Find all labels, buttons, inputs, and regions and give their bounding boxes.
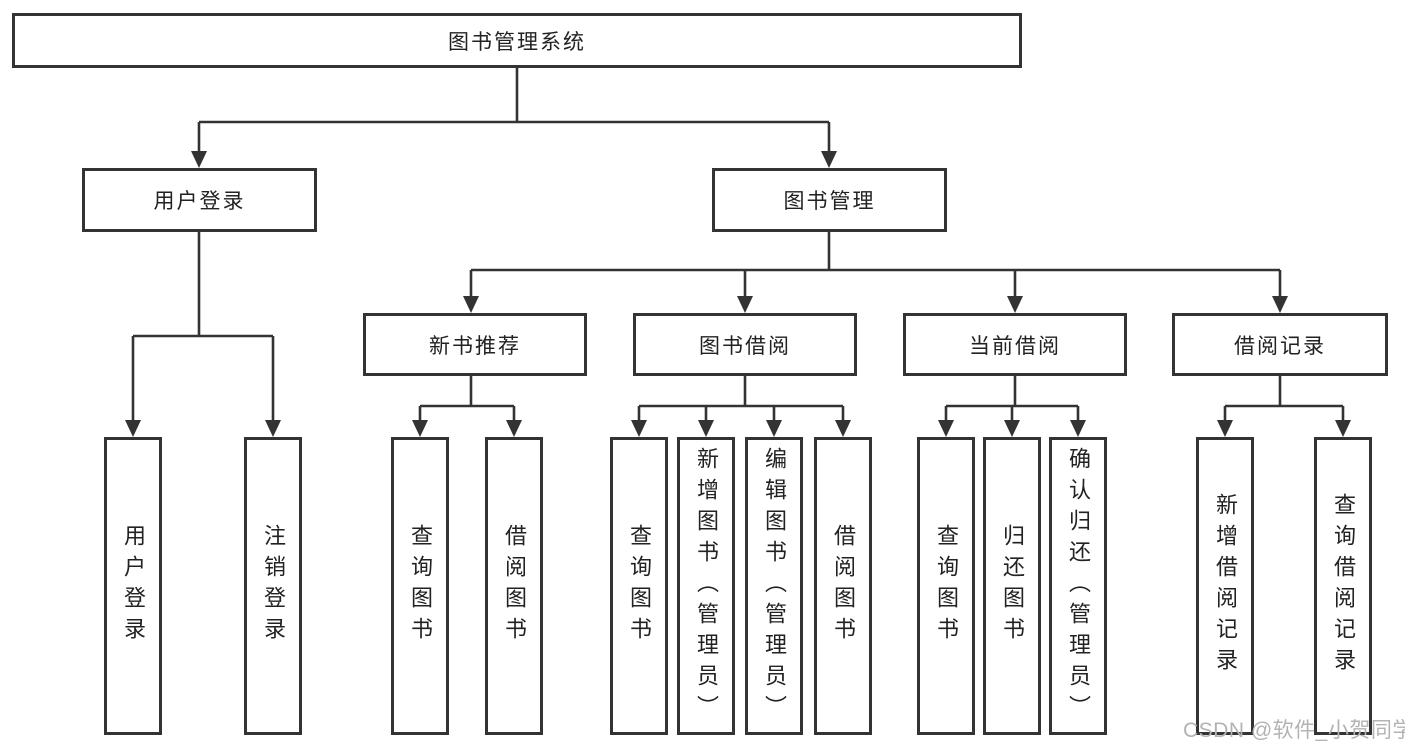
node-current-borrow-label: 当前借阅 — [969, 334, 1061, 358]
leaf-query-borrow-record-label: 查询借阅记录 — [1331, 493, 1356, 679]
leaf-user-login: 用户登录 — [104, 437, 162, 735]
leaf-query-book-borrow: 查询图书 — [610, 437, 668, 735]
leaf-borrow-book: 借阅图书 — [814, 437, 872, 735]
node-user-login-label: 用户登录 — [153, 190, 246, 213]
leaf-query-book-current-label: 查询图书 — [934, 524, 959, 648]
leaf-query-book-borrow-label: 查询图书 — [627, 524, 652, 648]
leaf-logout: 注销登录 — [244, 437, 302, 735]
node-book-borrow-label: 图书借阅 — [699, 334, 791, 358]
leaf-add-borrow-record-label: 新增借阅记录 — [1213, 493, 1238, 679]
leaf-query-book-current: 查询图书 — [917, 437, 975, 735]
node-borrow-records-label: 借阅记录 — [1234, 334, 1326, 358]
leaf-borrow-book-label: 借阅图书 — [831, 524, 856, 648]
leaf-borrow-book-recommend: 借阅图书 — [485, 437, 543, 735]
leaf-logout-label: 注销登录 — [261, 524, 286, 648]
leaf-add-book-admin-label: 新增图书（管理员） — [694, 446, 719, 726]
leaf-user-login-label: 用户登录 — [121, 524, 146, 648]
leaf-edit-book-admin: 编辑图书（管理员） — [745, 437, 803, 735]
node-new-book-recommend: 新书推荐 — [363, 313, 587, 376]
node-current-borrow: 当前借阅 — [903, 313, 1127, 376]
node-user-login: 用户登录 — [82, 168, 317, 232]
leaf-return-book: 归还图书 — [983, 437, 1041, 735]
leaf-return-book-label: 归还图书 — [1000, 524, 1025, 648]
node-book-borrow: 图书借阅 — [633, 313, 857, 376]
leaf-add-book-admin: 新增图书（管理员） — [677, 437, 735, 735]
leaf-add-borrow-record: 新增借阅记录 — [1196, 437, 1254, 735]
node-borrow-records: 借阅记录 — [1172, 313, 1388, 376]
node-root-label: 图书管理系统 — [448, 30, 586, 54]
node-book-management: 图书管理 — [712, 168, 947, 232]
leaf-query-borrow-record: 查询借阅记录 — [1314, 437, 1372, 735]
csdn-watermark: CSDN @软件_小贺同学 — [1183, 719, 1405, 742]
node-new-book-recommend-label: 新书推荐 — [429, 334, 521, 358]
leaf-confirm-return-admin: 确认归还（管理员） — [1049, 437, 1107, 735]
leaf-borrow-book-recommend-label: 借阅图书 — [502, 524, 527, 648]
leaf-query-book-recommend: 查询图书 — [391, 437, 449, 735]
node-root: 图书管理系统 — [12, 13, 1022, 68]
node-book-management-label: 图书管理 — [783, 190, 876, 213]
leaf-confirm-return-admin-label: 确认归还（管理员） — [1066, 446, 1091, 726]
leaf-edit-book-admin-label: 编辑图书（管理员） — [762, 446, 787, 726]
leaf-query-book-recommend-label: 查询图书 — [408, 524, 433, 648]
